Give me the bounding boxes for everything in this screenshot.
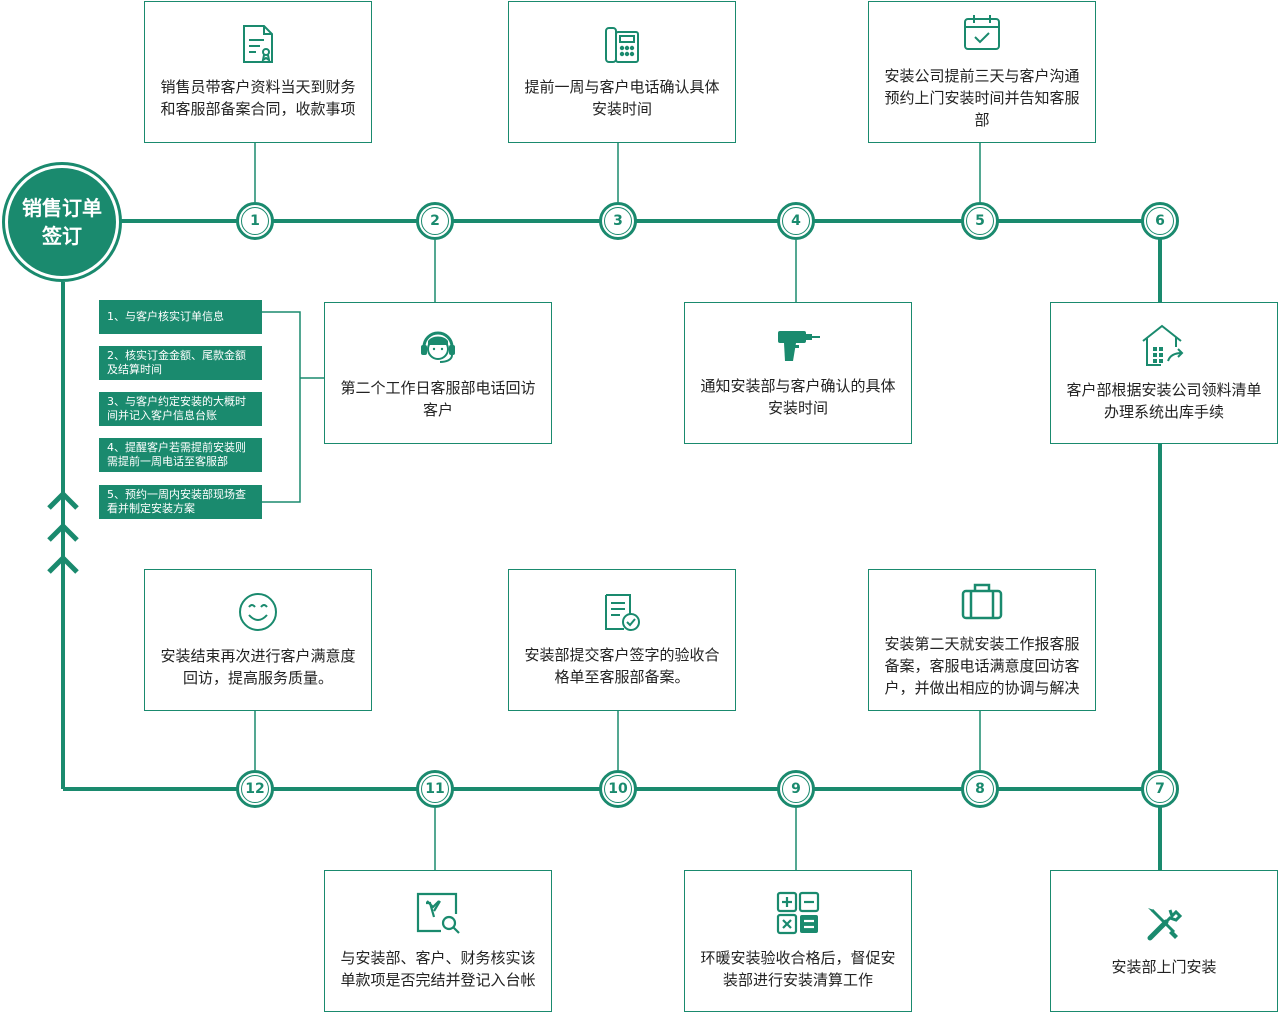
step-number: 1	[241, 207, 269, 235]
checklist-item-text: 1、与客户核实订单信息	[107, 310, 224, 323]
step-box-text: 销售员带客户资料当天到财务和客服部备案合同，收款事项	[160, 78, 356, 118]
step-box-7: 安装部上门安装	[1050, 870, 1278, 1012]
step-number: 6	[1146, 207, 1174, 235]
checklist-item-4: 4、提醒客户若需提前安装则需提前一周电话至客服部	[99, 438, 262, 472]
checklist-item-text: 5、预约一周内安装部现场查看并制定安装方案	[107, 488, 246, 515]
step-node-10: 10	[599, 770, 637, 808]
step-number: 4	[782, 207, 810, 235]
step-node-11: 11	[416, 770, 454, 808]
step-box-8: 安装第二天就安装工作报客服备案，客服电话满意度回访客户，并做出相应的协调与解决	[868, 569, 1096, 711]
step-number: 2	[421, 207, 449, 235]
step-node-4: 4	[777, 202, 815, 240]
step-node-12: 12	[236, 770, 274, 808]
calculator-icon	[776, 891, 820, 941]
warehouse-icon	[1140, 323, 1188, 373]
checklist-item-2: 2、核实订金金额、尾款金额及结算时间	[99, 346, 262, 380]
briefcase-icon	[960, 581, 1004, 627]
step-number: 8	[966, 775, 994, 803]
checklist-item-1: 1、与客户核实订单信息	[99, 300, 262, 334]
step-node-5: 5	[961, 202, 999, 240]
start-label: 销售订单签订	[8, 168, 116, 276]
checklist-item-text: 3、与客户约定安装的大概时间并记入客户信息台账	[107, 395, 246, 422]
drill-icon	[774, 327, 822, 369]
start-label-line1: 销售订单	[22, 196, 102, 220]
step-number: 3	[604, 207, 632, 235]
step-box-text: 环暖安装验收合格后，督促安装部进行安装清算工作	[700, 949, 896, 989]
step-box-text: 安装结束再次进行客户满意度回访，提高服务质量。	[160, 647, 356, 687]
signed-form-icon	[602, 592, 642, 638]
step-node-7: 7	[1141, 770, 1179, 808]
start-label-line2: 签订	[42, 224, 82, 248]
step-box-2: 第二个工作日客服部电话回访客户	[324, 302, 552, 444]
step-box-4: 通知安装部与客户确认的具体安装时间	[684, 302, 912, 444]
customer-service-headset-icon	[416, 325, 460, 371]
step-number: 7	[1146, 775, 1174, 803]
step-box-text: 安装部提交客户签字的验收合格单至客服部备案。	[524, 646, 720, 686]
checklist-item-5: 5、预约一周内安装部现场查看并制定安装方案	[99, 485, 262, 519]
step-number: 11	[421, 775, 449, 803]
step-box-text: 安装部上门安装	[1111, 958, 1217, 976]
step-box-text: 安装第二天就安装工作报客服备案，客服电话满意度回访客户，并做出相应的协调与解决	[884, 635, 1080, 697]
contract-document-icon	[240, 24, 276, 70]
step-box-3: 提前一周与客户电话确认具体安装时间	[508, 1, 736, 143]
step-box-text: 提前一周与客户电话确认具体安装时间	[524, 78, 720, 118]
step-box-text: 第二个工作日客服部电话回访客户	[340, 379, 536, 419]
step-number: 9	[782, 775, 810, 803]
step-box-text: 安装公司提前三天与客户沟通预约上门安装时间并告知客服部	[884, 67, 1080, 129]
smiley-icon	[237, 591, 279, 639]
step-box-text: 通知安装部与客户确认的具体安装时间	[700, 377, 896, 417]
checklist-item-text: 2、核实订金金额、尾款金额及结算时间	[107, 349, 246, 376]
step-number: 10	[604, 775, 632, 803]
step-number: 12	[241, 775, 269, 803]
start-node: 销售订单签订	[2, 162, 122, 282]
step-box-1: 销售员带客户资料当天到财务和客服部备案合同，收款事项	[144, 1, 372, 143]
step-node-9: 9	[777, 770, 815, 808]
checklist-item-3: 3、与客户约定安装的大概时间并记入客户信息台账	[99, 392, 262, 426]
step-node-3: 3	[599, 202, 637, 240]
step-box-12: 安装结束再次进行客户满意度回访，提高服务质量。	[144, 569, 372, 711]
step-number: 5	[966, 207, 994, 235]
step-box-11: 与安装部、客户、财务核实该单款项是否完结并登记入台帐	[324, 870, 552, 1012]
telephone-icon	[604, 24, 640, 70]
step-node-1: 1	[236, 202, 274, 240]
step-node-8: 8	[961, 770, 999, 808]
step-box-6: 客户部根据安装公司领料清单办理系统出库手续	[1050, 302, 1278, 444]
ledger-search-icon	[415, 891, 461, 941]
step-box-9: 环暖安装验收合格后，督促安装部进行安装清算工作	[684, 870, 912, 1012]
step-box-text: 客户部根据安装公司领料清单办理系统出库手续	[1066, 381, 1262, 421]
step-box-text: 与安装部、客户、财务核实该单款项是否完结并登记入台帐	[340, 949, 536, 989]
up-arrows	[47, 490, 79, 574]
step-box-5: 安装公司提前三天与客户沟通预约上门安装时间并告知客服部	[868, 1, 1096, 143]
step-node-6: 6	[1141, 202, 1179, 240]
checklist-item-text: 4、提醒客户若需提前安装则需提前一周电话至客服部	[107, 441, 246, 468]
step-box-10: 安装部提交客户签字的验收合格单至客服部备案。	[508, 569, 736, 711]
step-node-2: 2	[416, 202, 454, 240]
tools-icon	[1144, 904, 1184, 950]
calendar-check-icon	[962, 13, 1002, 59]
